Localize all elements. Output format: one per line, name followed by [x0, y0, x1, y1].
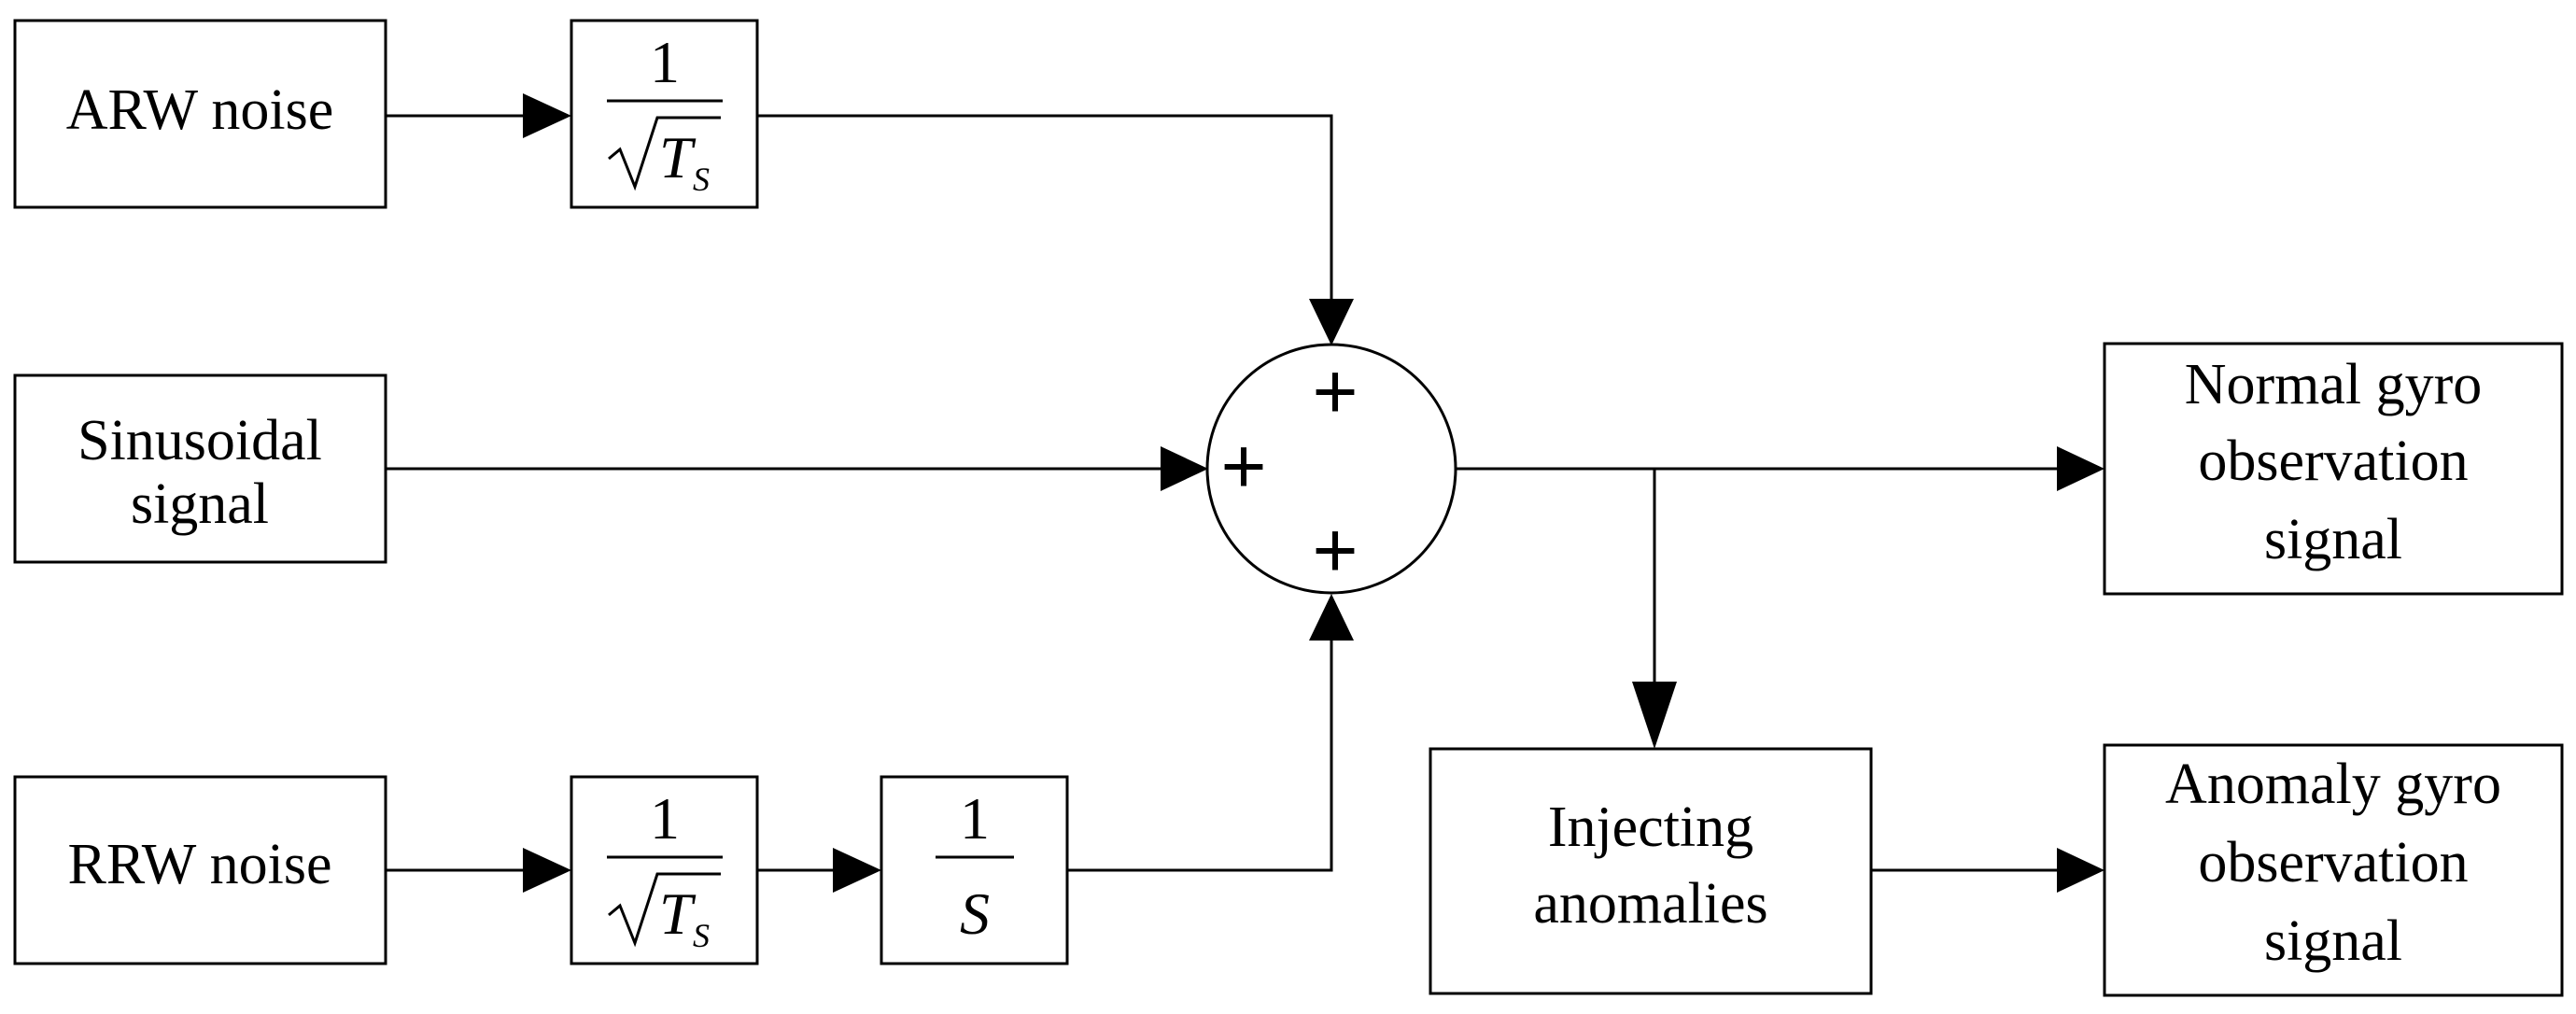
- gain-top-block: 1 T S: [570, 19, 759, 209]
- summing-junction-top-sign: +: [1312, 347, 1358, 435]
- sinusoidal-signal-line-2: signal: [131, 472, 269, 536]
- arrow-gain-to-integrator: [833, 848, 881, 893]
- integrator-block: 1 S: [880, 775, 1069, 965]
- normal-output-box: [2103, 342, 2564, 596]
- gain-bottom-block: 1 T S: [570, 775, 759, 965]
- arw-noise-label: ARW noise: [66, 78, 333, 142]
- sinusoidal-signal-box: [13, 373, 387, 564]
- anomaly-output-block: Anomaly gyro observation signal: [2103, 743, 2564, 997]
- gain-top-numerator: 1: [650, 29, 680, 95]
- rrw-noise-block: RRW noise: [13, 775, 387, 965]
- sinusoidal-signal-line-1: Sinusoidal: [77, 409, 322, 472]
- summing-junction-bottom-sign: +: [1312, 506, 1358, 594]
- arrow-arw-to-gain: [523, 93, 571, 138]
- injecting-anomalies-line-2: anomalies: [1533, 872, 1767, 936]
- anomaly-output-line-3: signal: [2264, 909, 2402, 973]
- gain-top-subscript: S: [693, 161, 710, 198]
- arw-noise-box: [13, 19, 387, 209]
- integrator-numerator: 1: [960, 785, 990, 852]
- injecting-anomalies-line-1: Injecting: [1548, 796, 1753, 859]
- anomaly-output-line-1: Anomaly gyro: [2165, 753, 2501, 816]
- gain-bottom-numerator: 1: [650, 785, 680, 852]
- wire-integrator-to-sum: [1067, 641, 1333, 872]
- anomaly-output-box: [2103, 743, 2564, 997]
- arrow-integrator-to-sum: [1309, 594, 1354, 641]
- gain-top-radicand: T: [659, 124, 697, 190]
- arrow-sine-to-sum: [1161, 446, 1208, 491]
- arrow-injector-to-anomaly: [2057, 848, 2104, 893]
- arw-noise-block: ARW noise: [13, 19, 387, 209]
- summing-junction-left-sign: +: [1220, 422, 1266, 510]
- normal-output-block: Normal gyro observation signal: [2103, 342, 2564, 596]
- normal-output-line-2: observation: [2198, 430, 2468, 493]
- injecting-anomalies-block: Injecting anomalies: [1429, 747, 1873, 995]
- integrator-box: [880, 775, 1069, 965]
- wire-gain-to-sum: [757, 114, 1333, 299]
- sinusoidal-signal-block: Sinusoidal signal: [13, 373, 387, 564]
- anomaly-output-line-2: observation: [2198, 831, 2468, 894]
- connections: [386, 93, 2104, 893]
- rrw-noise-box: [13, 775, 387, 965]
- integrator-denominator: S: [960, 880, 990, 947]
- arrow-branch-to-injector: [1632, 682, 1677, 749]
- summing-junction-circle: [1205, 343, 1457, 595]
- summing-junction: + + +: [1205, 343, 1457, 595]
- gain-bottom-sqrt-sign: [608, 872, 721, 948]
- arrow-gain-to-sum: [1309, 299, 1354, 345]
- gain-top-box: [570, 19, 759, 209]
- rrw-noise-label: RRW noise: [67, 833, 331, 896]
- arrow-sum-to-normal: [2057, 446, 2104, 491]
- gain-bottom-box: [570, 775, 759, 965]
- normal-output-line-1: Normal gyro: [2185, 353, 2483, 416]
- arrow-rrw-to-gain: [523, 848, 571, 893]
- normal-output-line-3: signal: [2264, 508, 2402, 571]
- gain-top-sqrt-sign: [608, 116, 721, 191]
- gain-bottom-radicand: T: [659, 880, 697, 947]
- gain-bottom-subscript: S: [693, 917, 710, 954]
- injecting-anomalies-box: [1429, 747, 1873, 995]
